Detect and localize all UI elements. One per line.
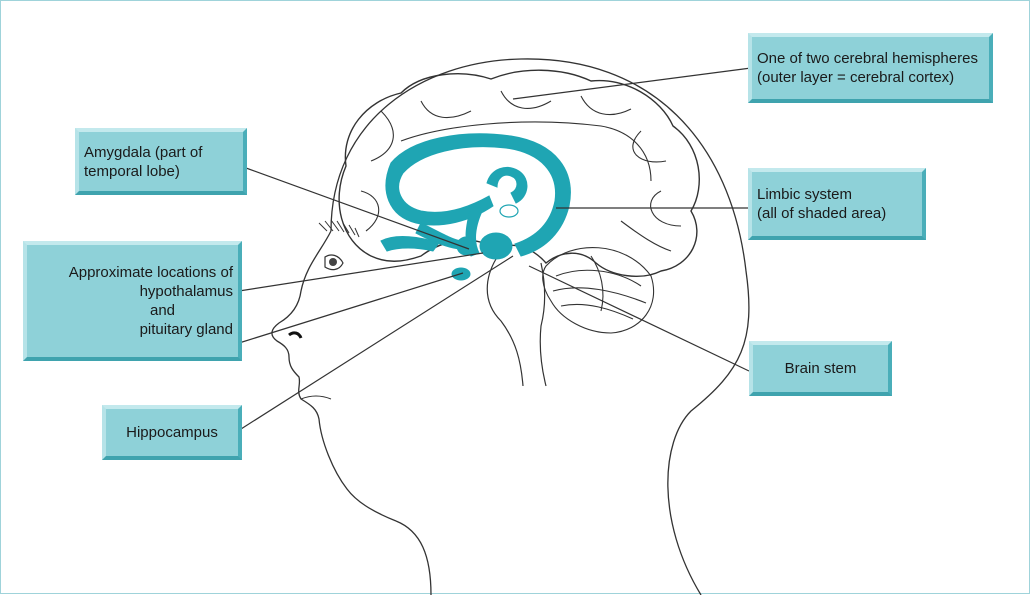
nostril [289, 333, 301, 338]
label-amygdala: Amygdala (part of temporal lobe) [75, 128, 247, 195]
label-text-line: Approximate locations of [32, 263, 233, 282]
face-profile [272, 231, 396, 521]
label-limbic-system: Limbic system (all of shaded area) [748, 168, 926, 240]
label-cerebral-hemispheres: One of two cerebral hemispheres (outer l… [748, 33, 993, 103]
label-hypothalamus-pituitary: Approximate locations of hypothalamus an… [23, 241, 242, 361]
eye-pupil [329, 258, 337, 266]
neck-line [396, 521, 431, 595]
label-text-line: pituitary gland [32, 320, 233, 339]
label-text-line: Brain stem [758, 359, 883, 378]
label-text-line: and [32, 301, 233, 320]
label-text-line: Limbic system [757, 185, 917, 204]
label-text-line: (all of shaded area) [757, 204, 917, 223]
limbic-inner [500, 205, 518, 217]
label-text-line: temporal lobe) [84, 162, 238, 181]
label-text-line: Hippocampus [111, 423, 233, 442]
eyebrow [319, 220, 359, 237]
brain-stem [487, 259, 546, 386]
label-text-line: Amygdala (part of [84, 143, 238, 162]
chin-line [301, 396, 331, 399]
label-text-line: hypothalamus [32, 282, 233, 301]
label-text-line: (outer layer = cerebral cortex) [757, 68, 984, 87]
label-brain-stem: Brain stem [749, 341, 892, 396]
label-text-line: One of two cerebral hemispheres [757, 49, 984, 68]
cerebellum [543, 248, 654, 333]
label-hippocampus: Hippocampus [102, 405, 242, 460]
